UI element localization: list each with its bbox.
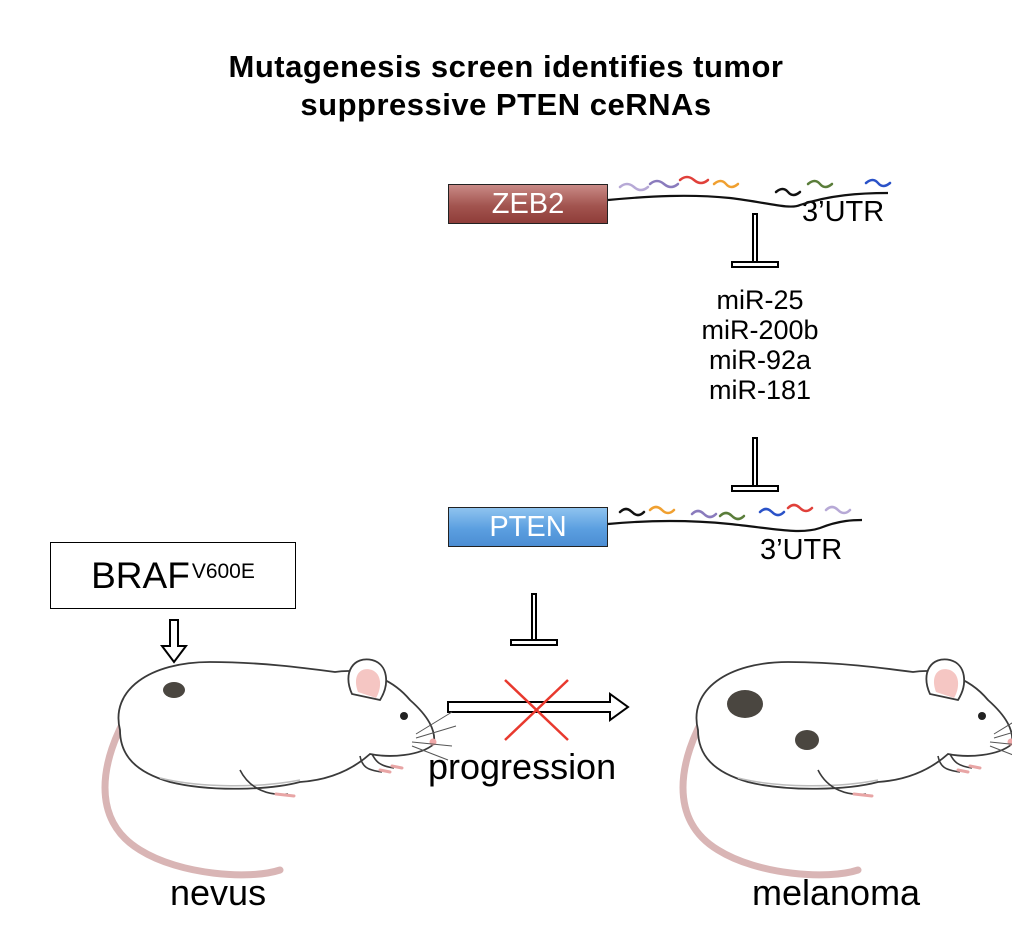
t-bar-inhibition-icon xyxy=(731,437,779,492)
progression-label: progression xyxy=(428,746,617,787)
zeb2-mrna-line xyxy=(607,191,889,208)
mirna-item: miR-181 xyxy=(708,375,812,405)
pten-utr-label: 3’UTR xyxy=(760,534,843,566)
mirna-list: miR-25 miR-200b miR-92a miR-181 xyxy=(640,285,880,405)
pten-gene-box: PTEN xyxy=(448,507,608,547)
t-bar-inhibition-icon xyxy=(510,593,558,646)
title-line-1: Mutagenesis screen identifies tumor xyxy=(228,49,784,84)
pten-mrna-line xyxy=(607,518,863,533)
melanoma-label: melanoma xyxy=(752,872,921,913)
braf-mutation-superscript: V600E xyxy=(191,559,255,583)
zeb2-gene-box: ZEB2 xyxy=(448,184,608,224)
mirna-item: miR-25 xyxy=(716,285,804,315)
braf-label: BRAF xyxy=(91,554,190,596)
t-bar-inhibition-icon xyxy=(731,213,779,268)
mirna-item: miR-200b xyxy=(701,315,819,345)
pten-mirna-squiggles xyxy=(618,503,852,521)
diagram-title: Mutagenesis screen identifies tumor supp… xyxy=(0,48,1012,124)
nevus-mouse-illustration xyxy=(105,659,456,874)
hollow-down-arrow-icon xyxy=(160,619,188,664)
mirna-item: miR-92a xyxy=(708,345,812,375)
nevus-label: nevus xyxy=(170,872,267,913)
zeb2-label: ZEB2 xyxy=(491,187,565,220)
red-x-icon xyxy=(504,679,569,741)
melanoma-mouse-illustration xyxy=(683,659,1012,874)
title-line-2: suppressive PTEN ceRNAs xyxy=(300,87,712,122)
pten-label: PTEN xyxy=(489,510,567,543)
zeb2-mirna-squiggles xyxy=(618,175,892,197)
